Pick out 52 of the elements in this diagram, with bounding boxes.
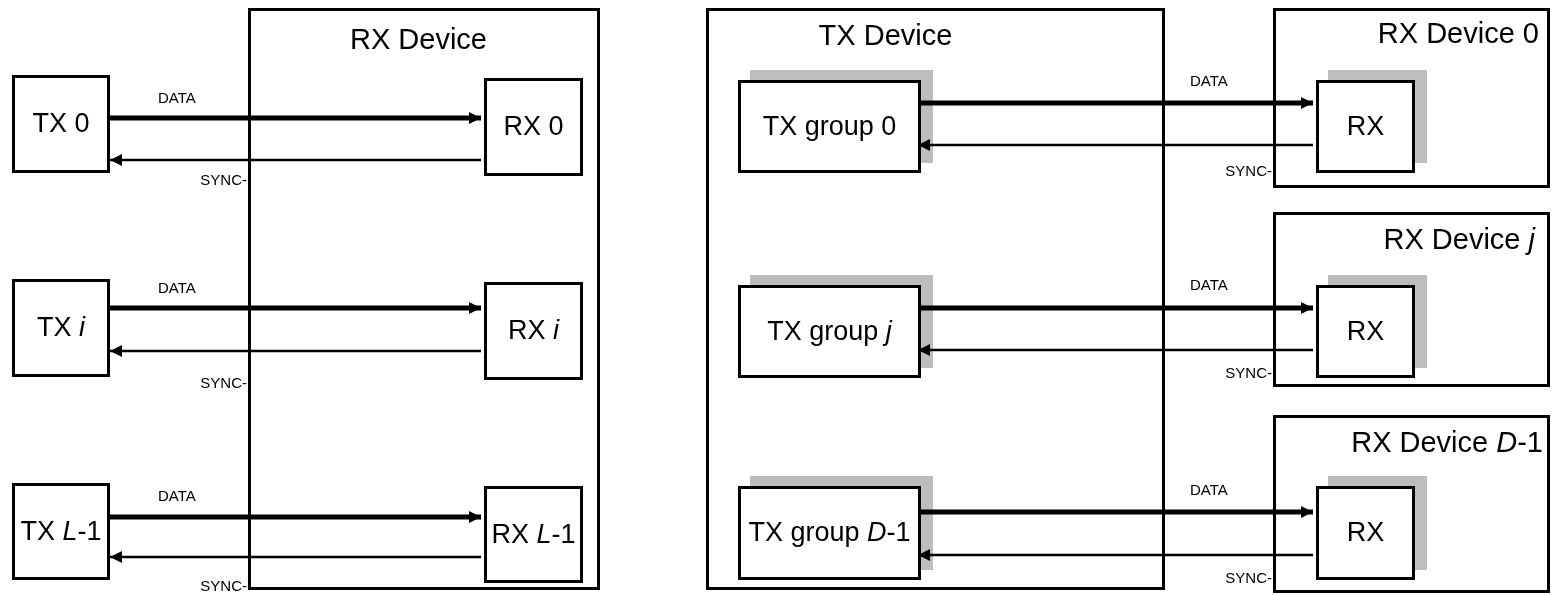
edge-label: DATA <box>158 280 196 295</box>
arrow <box>110 511 481 523</box>
edge-label: SYNC- <box>1225 365 1272 380</box>
arrow <box>918 506 1313 518</box>
block-box <box>484 282 583 380</box>
device-title: RX Device j <box>1383 225 1535 254</box>
edge-label: DATA <box>158 488 196 503</box>
block-label: TX group j <box>766 315 894 347</box>
arrow <box>110 551 481 563</box>
block-label: TX group D-1 <box>747 517 912 549</box>
arrow <box>918 139 1313 151</box>
block-label: RX i <box>507 315 561 347</box>
block-label: TX group 0 <box>761 110 898 142</box>
block-label: TX 0 <box>31 108 91 140</box>
arrow <box>918 344 1313 356</box>
arrow <box>110 112 481 124</box>
edge-label: SYNC- <box>200 578 247 593</box>
edge-label: DATA <box>1190 482 1228 497</box>
block-box <box>484 78 583 176</box>
device-title: RX Device <box>350 25 487 54</box>
device-box <box>1273 8 1550 188</box>
arrow <box>110 302 481 314</box>
device-box <box>706 8 1165 590</box>
block-label: RX <box>1345 110 1386 142</box>
device-title: RX Device 0 <box>1377 19 1539 48</box>
block-label: TX L-1 <box>19 515 103 547</box>
block-label: RX <box>1345 517 1386 549</box>
block-box <box>484 486 583 583</box>
edge-label: SYNC- <box>1225 163 1272 178</box>
block-box <box>12 75 110 173</box>
block-box <box>12 279 110 377</box>
arrow <box>918 97 1313 109</box>
edge-label: SYNC- <box>200 375 247 390</box>
device-title: TX Device <box>817 21 954 50</box>
edge-label: SYNC- <box>200 172 247 187</box>
device-box <box>248 8 600 590</box>
block-label: RX 0 <box>502 111 565 143</box>
edge-label: DATA <box>1190 277 1228 292</box>
block-label: RX <box>1345 315 1386 347</box>
device-box <box>1273 415 1550 593</box>
edge-label: SYNC- <box>1225 570 1272 585</box>
arrow <box>918 549 1313 561</box>
block-box <box>12 483 110 580</box>
device-title: RX Device D-1 <box>1351 428 1543 457</box>
arrow <box>918 302 1313 314</box>
edge-label: DATA <box>1190 73 1228 88</box>
arrow <box>110 154 481 166</box>
block-label: TX i <box>36 312 87 344</box>
device-box <box>1273 212 1550 387</box>
block-label: RX L-1 <box>490 518 577 550</box>
edge-label: DATA <box>158 90 196 105</box>
arrow <box>110 345 481 357</box>
